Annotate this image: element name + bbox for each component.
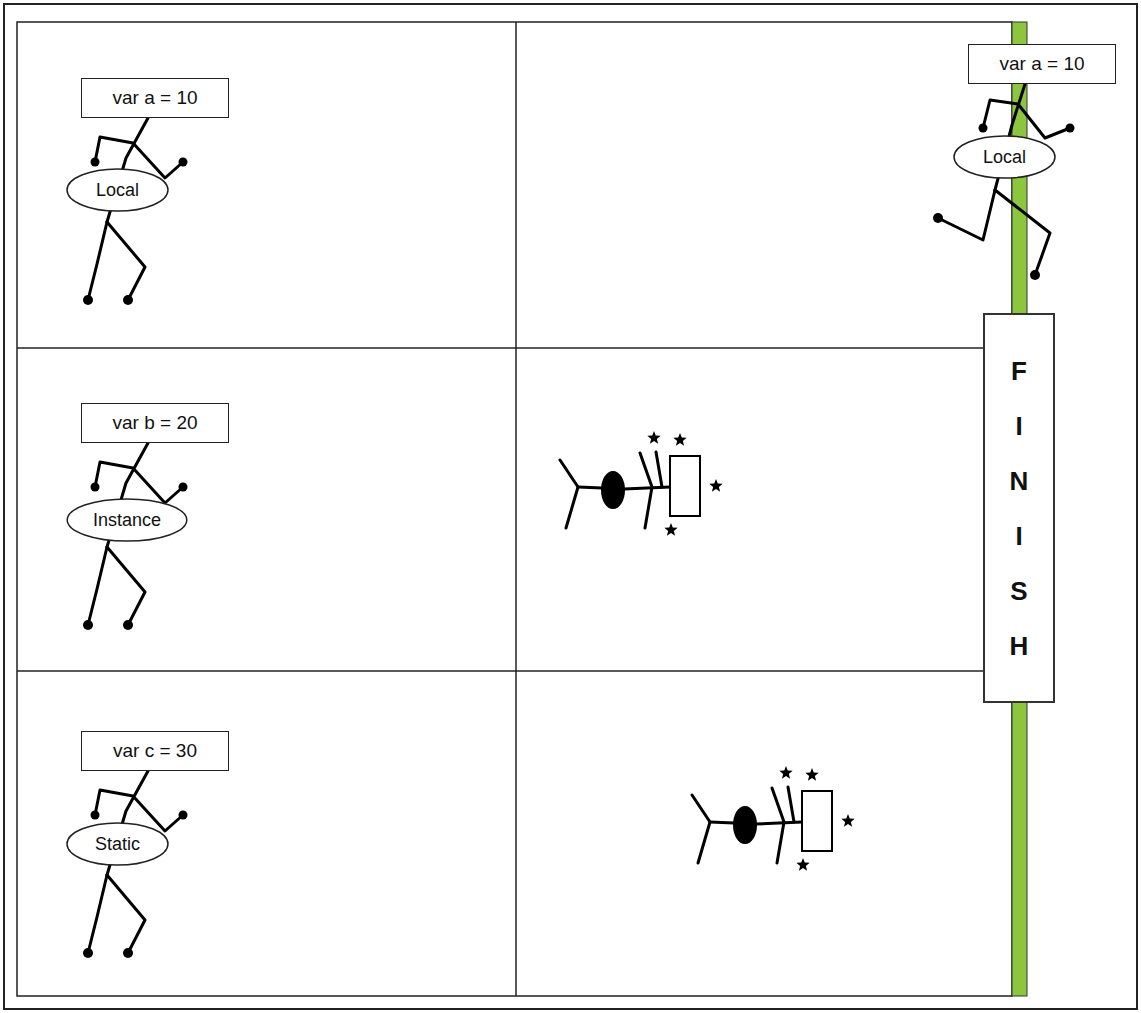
- grid-line: [515, 22, 517, 996]
- node-label: Static: [95, 834, 140, 855]
- scope-ellipse: Static: [66, 822, 169, 866]
- figure-foot: [933, 213, 943, 223]
- figure-leg: [995, 190, 1050, 275]
- grid-line: [17, 347, 1012, 349]
- node-label: Local: [983, 147, 1026, 168]
- node-label: Local: [96, 180, 139, 201]
- node-label: var c = 30: [113, 740, 197, 762]
- figure-foot: [1030, 270, 1040, 280]
- dizzy-star: [664, 523, 677, 536]
- grid-line: [17, 670, 1012, 672]
- variable-box: var c = 30: [81, 731, 229, 771]
- figure-leg: [938, 190, 995, 240]
- variable-box: var b = 20: [81, 403, 229, 443]
- node-label: var b = 20: [112, 412, 197, 434]
- figure-legs: [560, 460, 578, 528]
- ellipse-shape: [67, 499, 187, 541]
- variable-box: var a = 10: [81, 78, 229, 118]
- figure-leg: [88, 222, 107, 300]
- finishing-figure: [933, 84, 1075, 280]
- figure-hand: [91, 158, 100, 167]
- scope-ellipse: Local: [953, 135, 1056, 179]
- figure-leg: [107, 222, 145, 300]
- node-label: var a = 10: [112, 87, 197, 109]
- dizzy-star: [673, 433, 686, 446]
- ellipse-shape: [954, 136, 1055, 178]
- fallen-figure: [692, 766, 855, 871]
- figure-leg: [578, 487, 602, 488]
- finish-text: FINISH: [1006, 331, 1032, 686]
- scope-ellipse: Local: [66, 168, 169, 212]
- figure-hand: [979, 124, 988, 133]
- figure-foot: [123, 295, 133, 305]
- ellipse-shape: [67, 169, 168, 211]
- dizzy-star: [709, 479, 722, 492]
- ellipse-shape: [67, 823, 168, 865]
- grid-frame: [17, 22, 1012, 996]
- figure-hand: [1066, 124, 1075, 133]
- node-label: Instance: [93, 510, 161, 531]
- figure-arm: [656, 452, 662, 487]
- figure-arm: [640, 453, 652, 528]
- finish-banner: FINISH: [983, 313, 1055, 703]
- scope-ellipse: Instance: [66, 498, 188, 542]
- fallen-figure: [560, 431, 723, 536]
- figure-arms: [983, 100, 1070, 138]
- figure-torso: [601, 471, 625, 509]
- node-label: var a = 10: [999, 53, 1084, 75]
- outer-frame: [4, 4, 1137, 1009]
- running-figure: [83, 118, 188, 305]
- dizzy-star: [647, 431, 660, 444]
- variable-box: var a = 10: [968, 44, 1116, 84]
- figure-hand: [179, 158, 188, 167]
- dropped-sign: [670, 456, 700, 516]
- figure-foot: [83, 295, 93, 305]
